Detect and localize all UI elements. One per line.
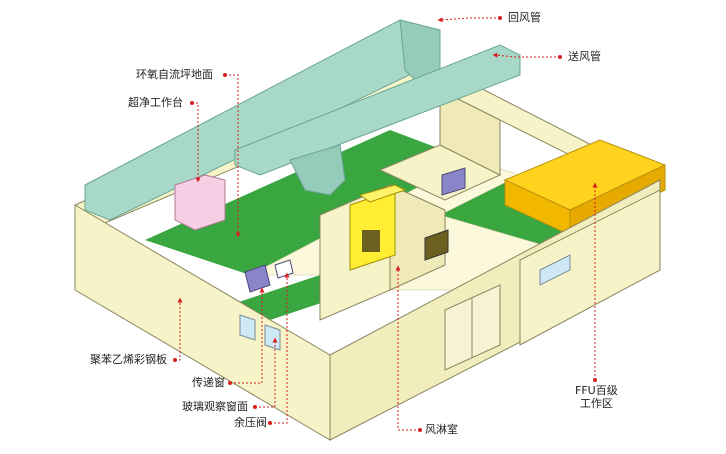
return-duct	[84, 19, 441, 221]
leader-epoxy-floor	[225, 74, 241, 238]
observation-window	[239, 254, 571, 351]
label-ffu-area: FFU百级 工作区	[575, 384, 618, 410]
supply-duct	[234, 44, 521, 196]
label-supply-duct: 送风管	[568, 50, 601, 63]
leader-glass-window	[255, 337, 278, 408]
label-clean-bench: 超净工作台	[128, 96, 183, 109]
label-pass-box: 传递窗	[192, 376, 225, 389]
double-door	[444, 284, 501, 371]
leader-pass-box	[230, 287, 265, 384]
label-glass-window: 玻璃观察窗面	[182, 400, 248, 413]
leader-air-shower	[395, 265, 420, 431]
label-epoxy-floor: 环氧自流坪地面	[136, 68, 213, 81]
leader-pressure-valve	[270, 272, 290, 424]
air-shower-unit	[349, 184, 407, 271]
leader-return-duct	[437, 17, 500, 23]
label-pressure-valve: 余压阀	[234, 416, 267, 429]
label-wall-panel: 聚苯乙烯彩钢板	[90, 353, 167, 366]
room-unit	[424, 167, 466, 261]
front-wall-right-mid	[519, 189, 661, 346]
label-air-shower: 风淋室	[425, 423, 458, 436]
leader-supply-duct	[492, 52, 560, 58]
clean-bench	[174, 174, 226, 231]
pass-box	[244, 264, 271, 293]
label-return-duct: 回风管	[508, 11, 541, 24]
